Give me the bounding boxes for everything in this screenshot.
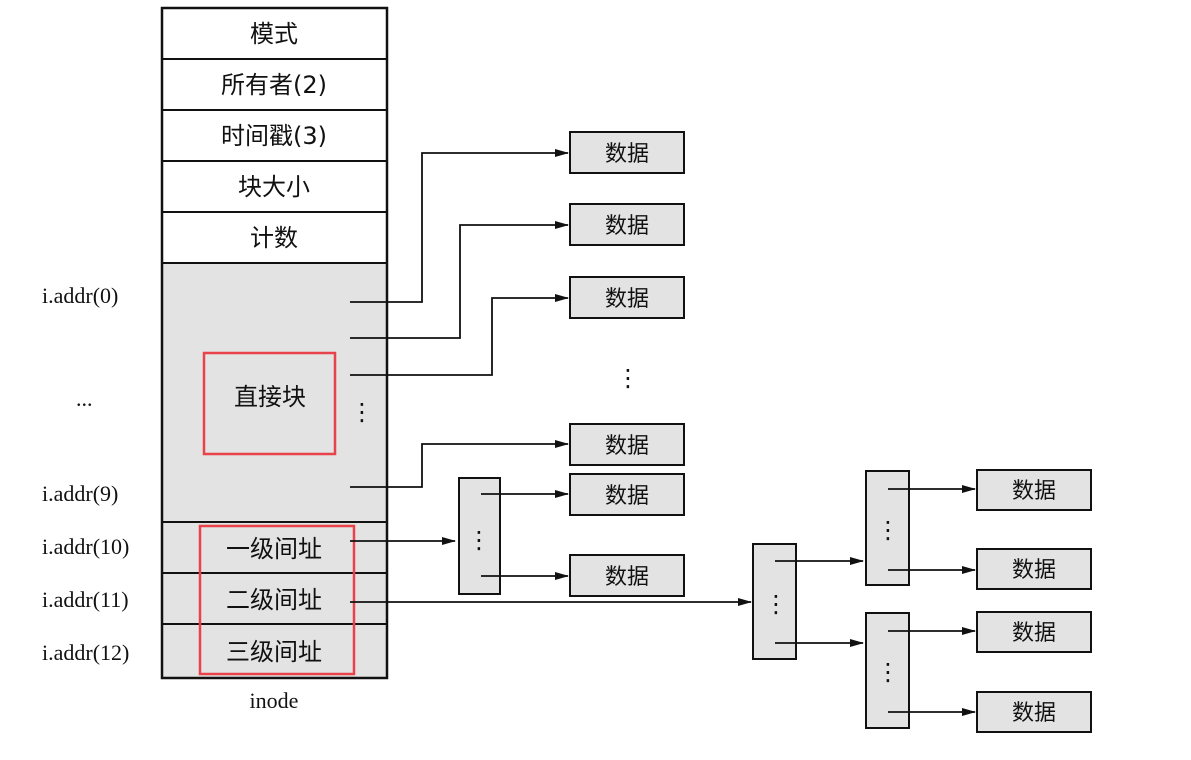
second-level-block-1 xyxy=(865,470,910,586)
data-block-3-label: 数据 xyxy=(605,287,649,312)
addr-ellipsis: ... xyxy=(76,386,93,411)
data-block-7 xyxy=(976,469,1092,511)
data-block-2-label: 数据 xyxy=(605,214,649,239)
inode-table: 模式 所有者(2) 时间戳(3) 块大小 计数 直接块 ⋮ 一级间址 二级间址 … xyxy=(160,6,389,713)
data-block-9 xyxy=(976,611,1092,653)
data-ellipsis: ⋮ xyxy=(616,364,640,392)
data-block-1-label: 数据 xyxy=(605,142,649,167)
row-mode-label: 模式 xyxy=(250,20,298,48)
address-labels: i.addr(0) ... i.addr(9) i.addr(10) i.add… xyxy=(42,283,129,665)
row-owner-label: 所有者(2) xyxy=(221,71,327,99)
connector-addr9 xyxy=(350,440,569,488)
single-index-block xyxy=(458,477,501,595)
inode-caption: inode xyxy=(250,688,299,713)
data-block-4 xyxy=(569,423,685,466)
row-blocksize-label: 块大小 xyxy=(238,173,310,201)
data-block-6-label: 数据 xyxy=(605,565,649,590)
direct-data-blocks: 数据 数据 数据 ⋮ 数据 xyxy=(569,131,685,466)
data-block-8 xyxy=(976,548,1092,590)
direct-block-area xyxy=(161,262,388,523)
data-block-6 xyxy=(569,554,685,597)
data-block-9-label: 数据 xyxy=(1012,621,1056,646)
connector-addr0 xyxy=(350,149,569,303)
direct-connectors xyxy=(350,149,752,606)
row-count-label: 计数 xyxy=(250,224,298,252)
addr10-label: i.addr(10) xyxy=(42,534,129,559)
data-block-7-label: 数据 xyxy=(1012,479,1056,504)
addr12-label: i.addr(12) xyxy=(42,640,129,665)
direct-block-label: 直接块 xyxy=(234,383,306,411)
double-index-block xyxy=(752,543,797,660)
data-block-2 xyxy=(569,203,685,246)
data-block-10 xyxy=(976,691,1092,733)
data-block-3 xyxy=(569,276,685,319)
single-indirect-label: 一级间址 xyxy=(226,535,322,563)
single-index-ellipsis: ⋮ xyxy=(467,526,491,554)
direct-ellipsis: ⋮ xyxy=(350,398,374,426)
triple-indirect-label: 三级间址 xyxy=(226,638,322,666)
row-timestamp-label: 时间戳(3) xyxy=(221,122,327,150)
data-block-10-label: 数据 xyxy=(1012,701,1056,726)
connector-addr2 xyxy=(350,294,569,376)
data-block-1 xyxy=(569,131,685,174)
data-block-5 xyxy=(569,473,685,516)
addr11-label: i.addr(11) xyxy=(42,587,129,612)
highlight-indirect xyxy=(198,524,356,676)
double-indirect-block: ⋮ ⋮ ⋮ 数据 数据 数据 数据 xyxy=(752,469,1092,733)
connector-addr1 xyxy=(350,221,569,339)
double-indirect-label: 二级间址 xyxy=(226,586,322,614)
second-level-1-ellipsis: ⋮ xyxy=(876,516,900,544)
data-block-4-label: 数据 xyxy=(605,434,649,459)
second-level-2-ellipsis: ⋮ xyxy=(876,658,900,686)
second-level-block-2 xyxy=(865,612,910,729)
data-block-8-label: 数据 xyxy=(1012,558,1056,583)
data-block-5-label: 数据 xyxy=(605,484,649,509)
addr0-label: i.addr(0) xyxy=(42,283,118,308)
single-indirect-block: ⋮ 数据 数据 xyxy=(458,473,685,597)
highlight-direct xyxy=(202,351,337,456)
addr9-label: i.addr(9) xyxy=(42,481,118,506)
double-index-ellipsis: ⋮ xyxy=(764,590,788,618)
